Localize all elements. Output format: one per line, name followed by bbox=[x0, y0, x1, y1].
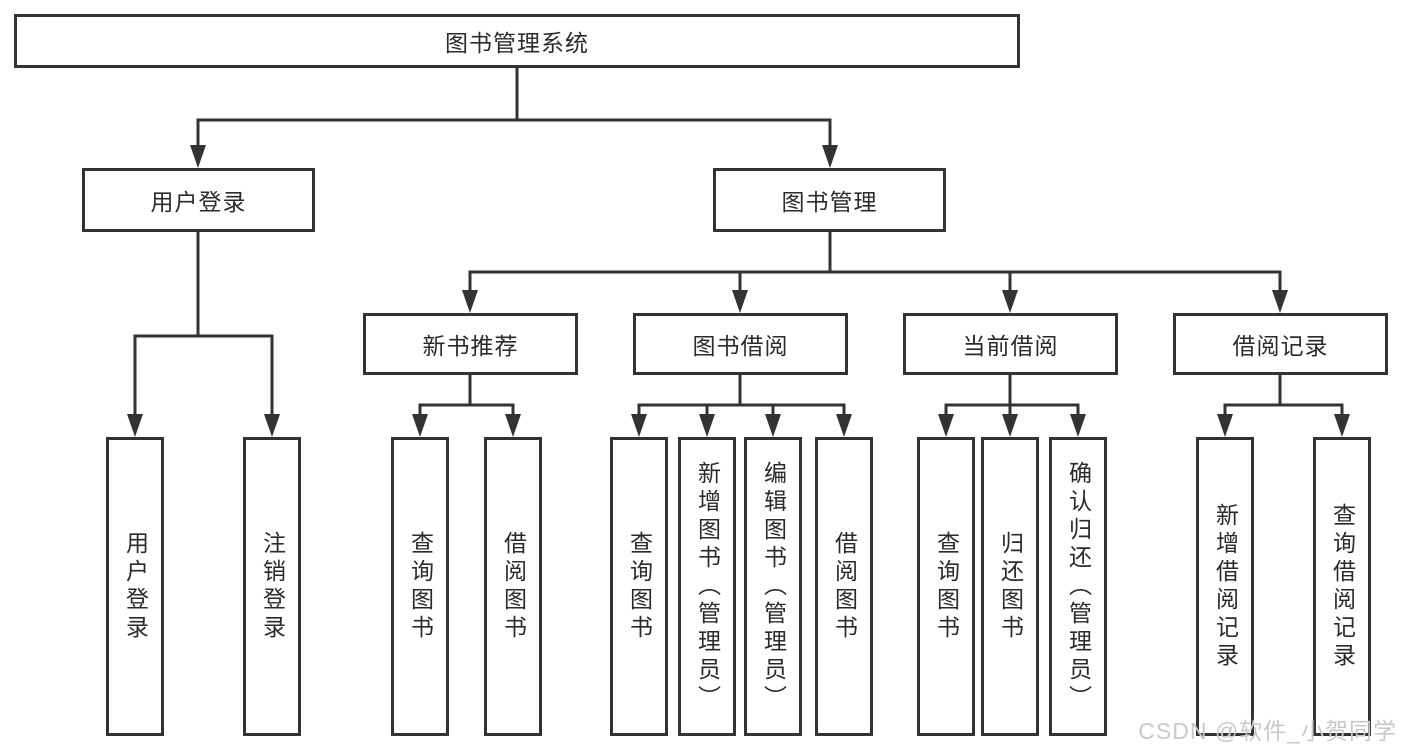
leaf-records-query-record: 查询借阅记录 bbox=[1313, 437, 1371, 736]
leaf-borrow-query-books: 查询图书 bbox=[610, 437, 668, 736]
leaf-current-confirm-return-admin: 确认归还（管理员） bbox=[1049, 437, 1107, 736]
leaf-user-login: 用户登录 bbox=[106, 437, 164, 736]
node-book-management: 图书管理 bbox=[713, 168, 946, 232]
node-book-borrow: 图书借阅 bbox=[633, 313, 848, 375]
leaf-records-add-record: 新增借阅记录 bbox=[1196, 437, 1254, 736]
leaf-newbook-query-books: 查询图书 bbox=[391, 437, 449, 736]
node-root: 图书管理系统 bbox=[14, 14, 1020, 68]
leaf-current-query-books: 查询图书 bbox=[917, 437, 975, 736]
leaf-borrow-edit-books-admin: 编辑图书（管理员） bbox=[744, 437, 802, 736]
leaf-current-return-books: 归还图书 bbox=[981, 437, 1039, 736]
node-current-borrow: 当前借阅 bbox=[903, 313, 1118, 375]
node-borrow-records: 借阅记录 bbox=[1173, 313, 1388, 375]
csdn-watermark: CSDN @软件_小贺同学 bbox=[1138, 718, 1397, 744]
leaf-borrow-borrow-books: 借阅图书 bbox=[815, 437, 873, 736]
leaf-newbook-borrow-books: 借阅图书 bbox=[484, 437, 542, 736]
leaf-logout-login: 注销登录 bbox=[243, 437, 301, 736]
node-user-login: 用户登录 bbox=[82, 168, 315, 232]
leaf-borrow-add-books-admin: 新增图书（管理员） bbox=[678, 437, 736, 736]
node-new-book-recommend: 新书推荐 bbox=[363, 313, 578, 375]
